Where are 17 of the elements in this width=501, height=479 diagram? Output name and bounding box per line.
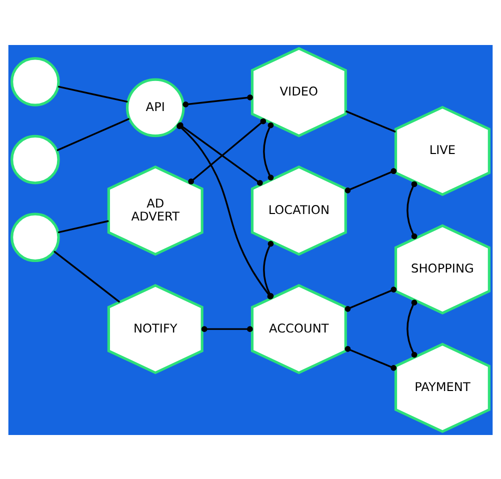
connector — [344, 346, 397, 370]
connector — [406, 180, 418, 239]
connector — [58, 85, 128, 102]
connector — [201, 326, 253, 332]
connector — [263, 122, 274, 180]
connector — [58, 220, 109, 233]
connector — [344, 286, 397, 312]
connector — [188, 118, 266, 184]
node-circle — [10, 56, 60, 106]
connector — [346, 110, 396, 132]
connector — [182, 94, 253, 107]
connector — [406, 299, 418, 358]
connector — [56, 117, 130, 151]
node-circle — [10, 134, 60, 184]
node-circle — [10, 212, 60, 262]
connector — [54, 250, 120, 302]
connector — [344, 168, 397, 193]
